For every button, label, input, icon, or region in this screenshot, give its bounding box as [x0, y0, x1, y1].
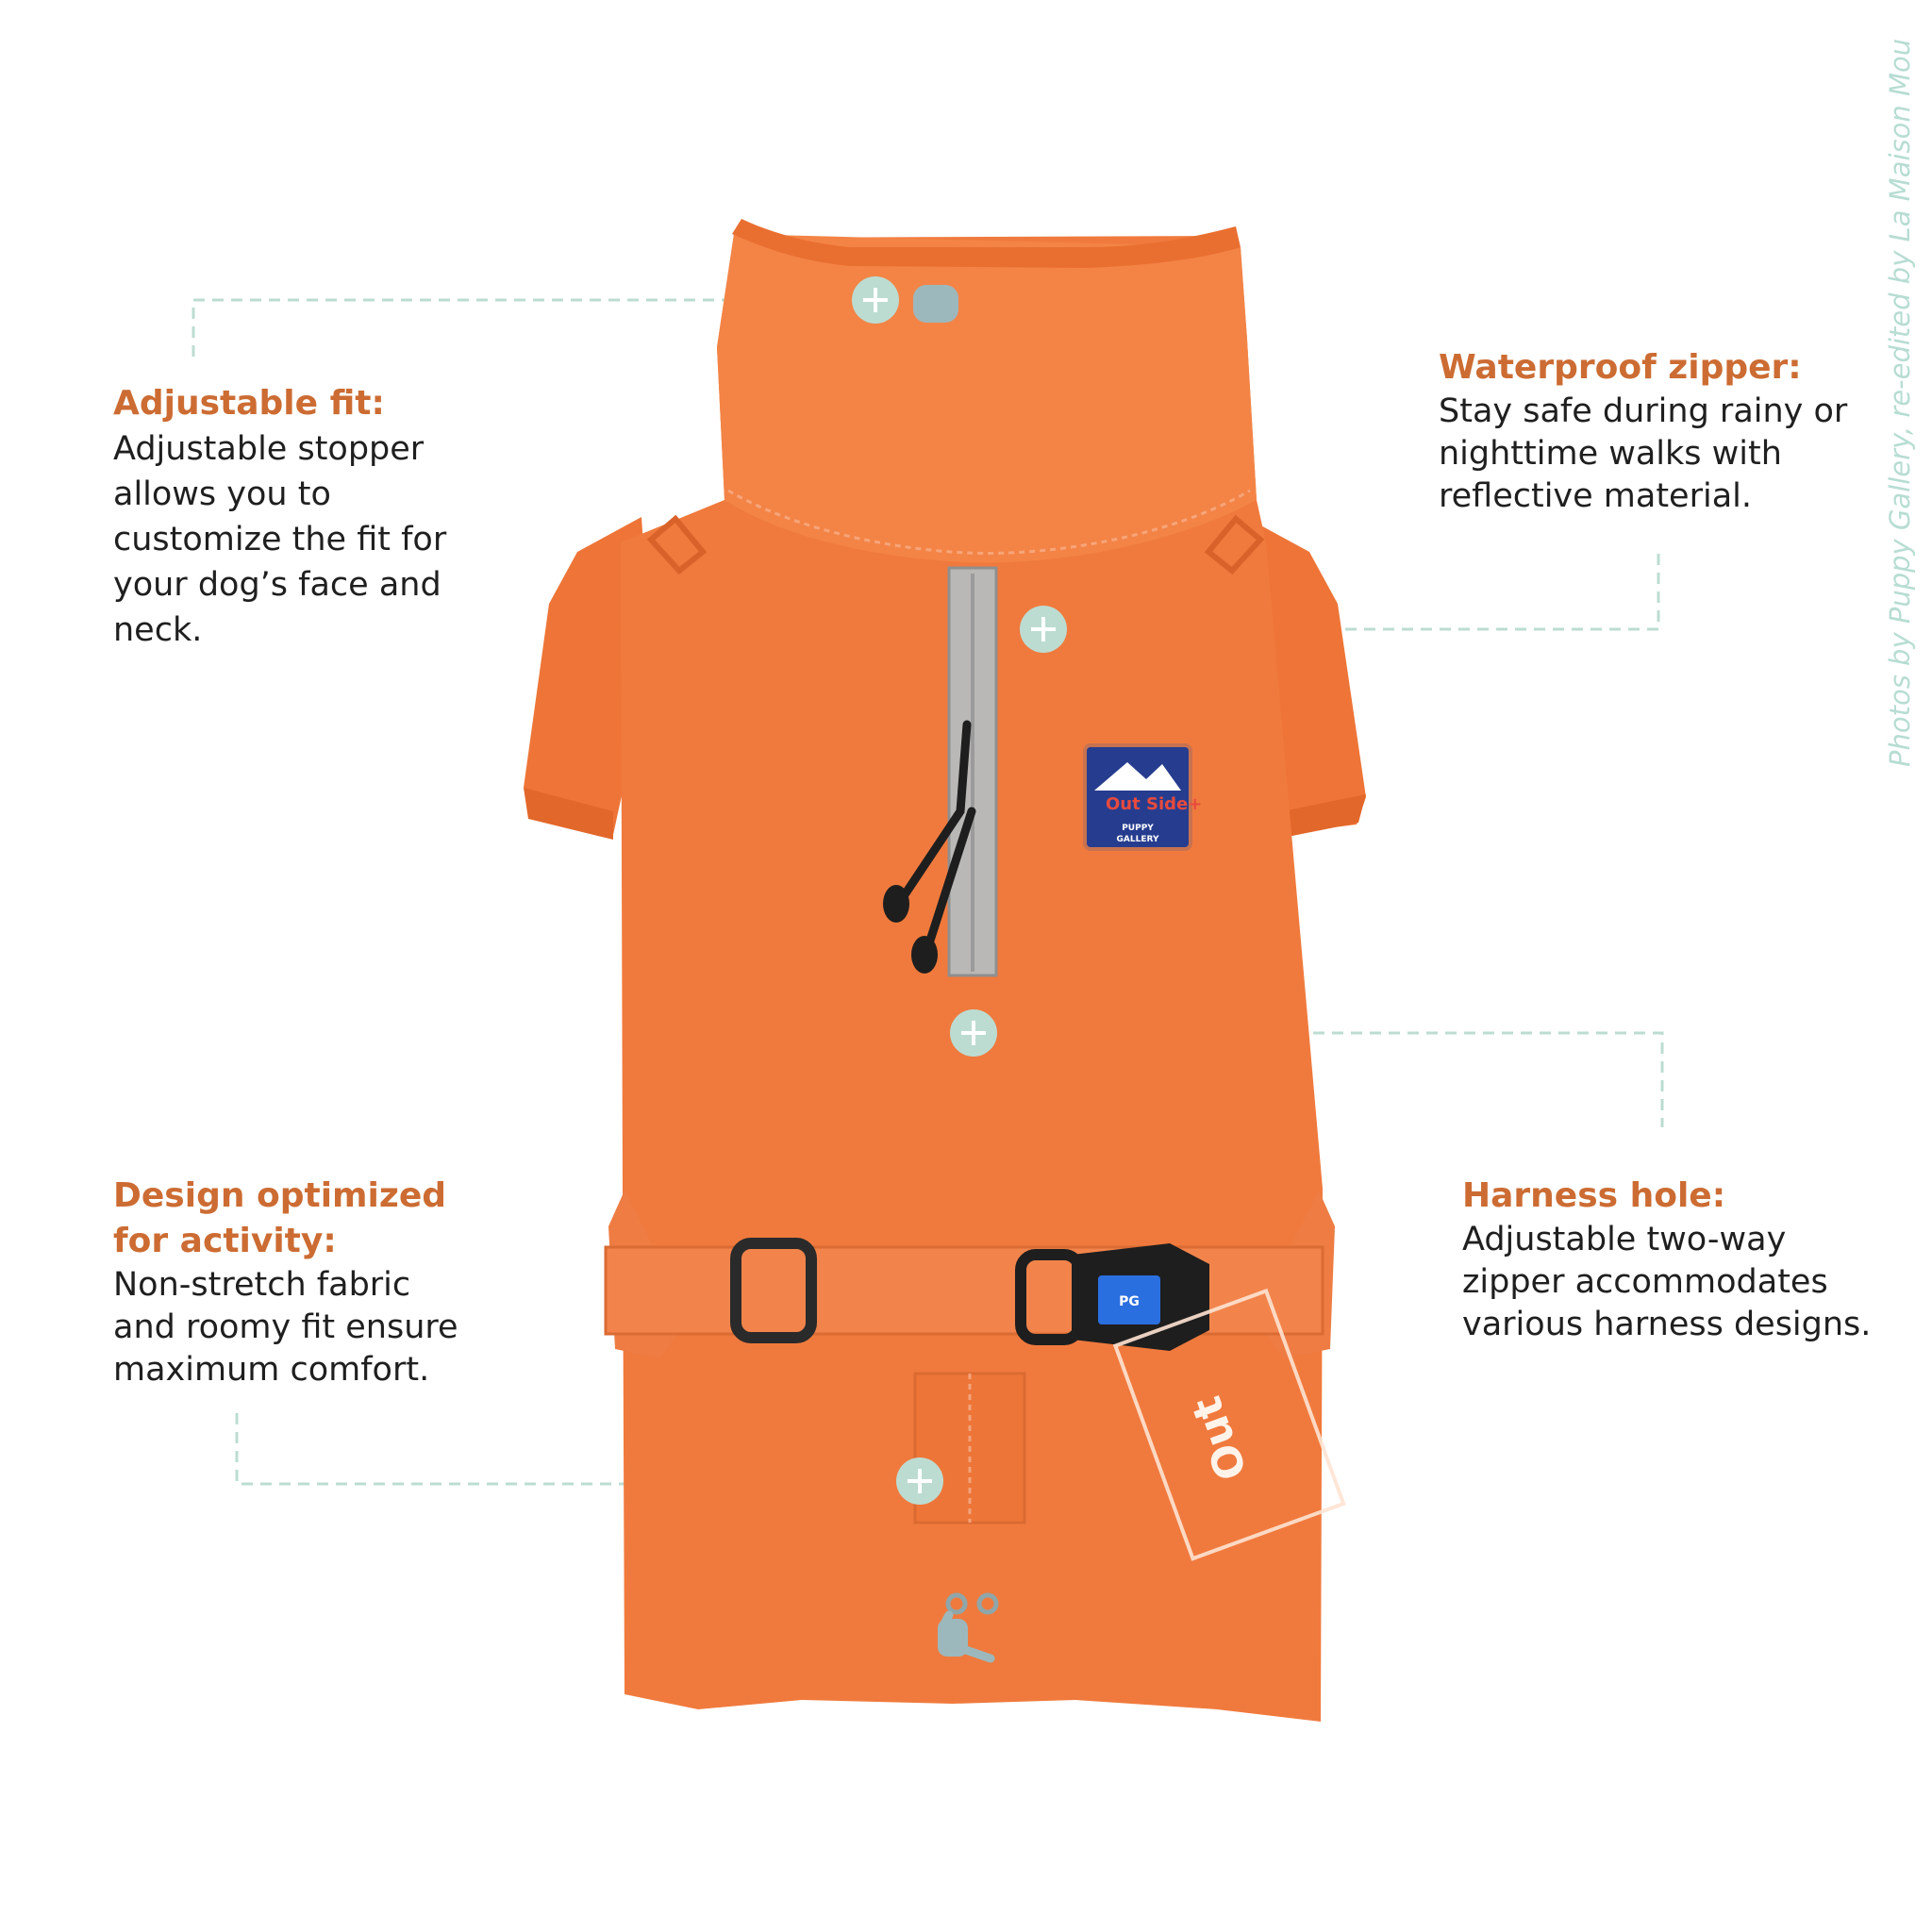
belt-strap	[606, 1247, 1323, 1334]
patch-brand-text-2: GALLERY	[1117, 835, 1159, 844]
feature-description: Stay safe during rainy or nighttime walk…	[1439, 392, 1848, 515]
right-shoulder-strap	[1204, 514, 1265, 575]
plus-circle-icon[interactable]	[950, 1009, 997, 1057]
hem-drawcord	[938, 1592, 999, 1663]
collar-seam	[727, 489, 1251, 555]
feature-title: Waterproof zipper:	[1439, 348, 1802, 387]
brand-patch: Out Side+ PUPPY GALLERY	[1083, 743, 1202, 851]
coat-body	[621, 234, 1323, 1722]
leader-line-activity	[235, 1413, 920, 1486]
collar-stopper	[913, 285, 958, 323]
feature-waterproof-zipper: Waterproof zipper: Stay safe during rain…	[1439, 345, 1882, 518]
feature-adjustable-fit: Adjustable fit: Adjustable stopper allow…	[113, 381, 509, 653]
patch-logo-text: Out Side+	[1106, 794, 1202, 814]
left-cuff	[524, 788, 613, 840]
plus-circle-icon[interactable]	[896, 1457, 943, 1505]
feature-harness-hole: Harness hole: Adjustable two-way zipper …	[1462, 1174, 1906, 1346]
patch-brand-text: PUPPY	[1122, 824, 1154, 833]
collar	[717, 234, 1257, 563]
feature-description: Non-stretch fabric and roomy fit ensure …	[113, 1266, 458, 1389]
plus-circle-icon[interactable]	[852, 276, 899, 324]
feature-title: Harness hole:	[1462, 1176, 1726, 1215]
slide-buckle	[730, 1238, 817, 1343]
feature-title: Design optimized for activity:	[113, 1176, 447, 1260]
plus-circle-icon[interactable]	[1020, 606, 1067, 653]
zipper-pulls	[883, 720, 976, 974]
feature-description: Adjustable two-way zipper accommodates v…	[1462, 1221, 1872, 1343]
feature-title: Adjustable fit:	[113, 384, 385, 423]
photo-credit-text: Photos by Puppy Gallery, re-edited by La…	[1884, 38, 1916, 767]
feature-design-for-activity: Design optimized for activity: Non-stret…	[113, 1174, 509, 1391]
feature-description: Adjustable stopper allows you to customi…	[113, 430, 447, 649]
collar-drawstring-band	[732, 219, 1241, 268]
leader-line-fit	[192, 298, 873, 357]
buckle-logo-text: PG	[1119, 1294, 1140, 1309]
left-sleeve	[524, 517, 651, 835]
leader-line-zipper	[1043, 547, 1660, 631]
right-cuff	[1274, 794, 1366, 840]
belt-strap-edge	[604, 1245, 1324, 1336]
left-shoulder-strap	[646, 514, 708, 575]
